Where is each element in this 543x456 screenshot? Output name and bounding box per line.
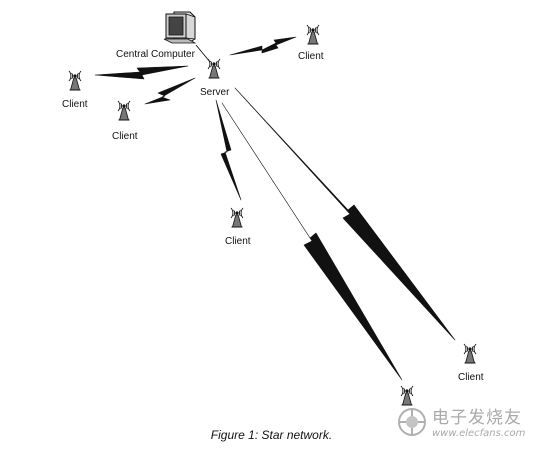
client-label: Client bbox=[225, 236, 251, 247]
link-client-mid-left bbox=[144, 77, 196, 105]
antenna-icon bbox=[230, 207, 244, 228]
watermark-url: www.elecfans.com bbox=[432, 428, 526, 439]
client-label: Client bbox=[112, 131, 138, 142]
antenna-icon bbox=[306, 24, 320, 45]
link-client-top-right bbox=[229, 36, 297, 56]
client-label: Client bbox=[298, 51, 324, 62]
server-label: Server bbox=[200, 87, 230, 98]
antenna-icon bbox=[68, 70, 82, 91]
computer-icon bbox=[163, 11, 197, 44]
server-computer-connector bbox=[195, 44, 211, 63]
link-client-bottom bbox=[221, 102, 403, 381]
links bbox=[94, 36, 456, 381]
client-label: Client bbox=[62, 99, 88, 110]
link-client-center bbox=[215, 99, 242, 201]
antenna-icon bbox=[400, 385, 414, 406]
antenna-icon bbox=[463, 343, 477, 364]
central-computer-label: Central Computer bbox=[116, 49, 196, 60]
figure-caption: Figure 1: Star network. bbox=[210, 428, 333, 442]
watermark: 电子发烧友 www.elecfans.com bbox=[432, 408, 536, 440]
watermark-logo-icon bbox=[398, 408, 426, 436]
antenna-icon bbox=[117, 100, 131, 121]
watermark-chinese: 电子发烧友 bbox=[432, 408, 522, 428]
antenna-icon bbox=[207, 58, 221, 79]
client-label: Client bbox=[458, 372, 484, 383]
link-client-bottom-right bbox=[234, 87, 456, 341]
link-client-left bbox=[94, 65, 189, 80]
